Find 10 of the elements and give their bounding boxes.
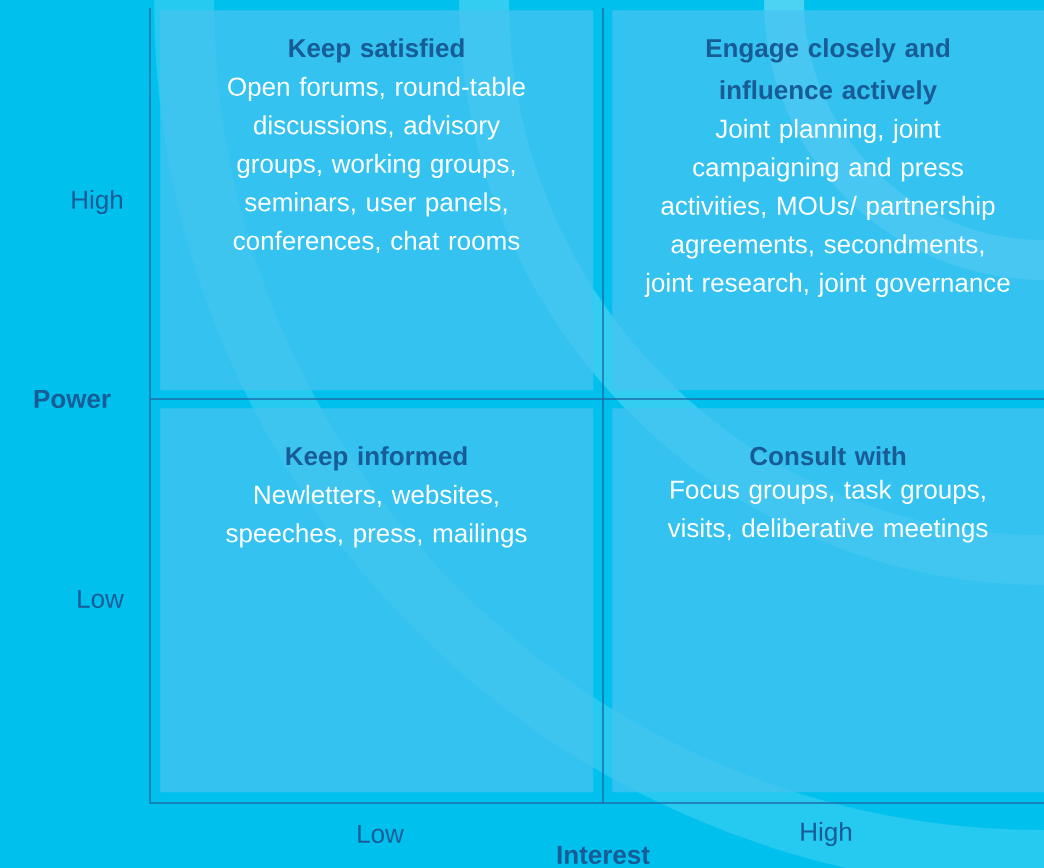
- axis-tick-label: Low: [78, 589, 124, 609]
- axis-title: Power: [34, 389, 111, 409]
- quadrant-box: Keep informed Newletters, websites, speeches, press, mailings: [160, 408, 594, 793]
- quadrant-box: Engage closely and influence actively Joint planning, joint campaigning and press activities, MOUs/ partnership agreements, secondments, joint research, joint governance: [612, 10, 1044, 391]
- axis-tick-label: High: [72, 189, 123, 215]
- axis-tick-label: High: [801, 821, 852, 847]
- axis-title: Interest: [557, 845, 650, 865]
- quadrant-box: Consult with Focus groups, task groups, visits, deliberative meetings: [612, 408, 1044, 793]
- quadrant-box: Keep satisfied Open forums, round-table discussions, advisory groups, working groups, seminars, user panels, conferences, chat rooms: [160, 10, 594, 391]
- axis-tick-label: Low: [358, 824, 404, 844]
